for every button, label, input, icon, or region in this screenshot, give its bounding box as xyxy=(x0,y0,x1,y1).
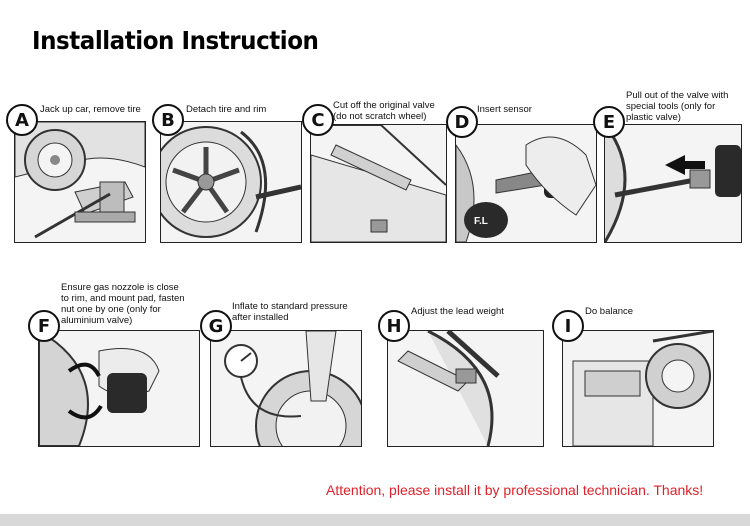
step-caption: Adjust the lead weight xyxy=(411,306,504,317)
step-caption: Insert sensor xyxy=(477,104,532,115)
valve-cutter-icon xyxy=(311,125,446,242)
step-caption: Inflate to standard pressure after insta… xyxy=(232,301,348,323)
wheel-weight-icon xyxy=(397,331,500,446)
step-letter-badge: B xyxy=(152,104,184,136)
step-letter-badge: C xyxy=(302,104,334,136)
step-letter-badge: A xyxy=(6,104,38,136)
valve-puller-icon xyxy=(605,125,741,242)
illustration-insert-sensor: F.L xyxy=(455,124,597,243)
step-letter-badge: H xyxy=(378,310,410,342)
balancer-machine-icon xyxy=(572,331,713,446)
illustration-detach-tire xyxy=(160,121,302,243)
page-title: Installation Instruction xyxy=(32,26,319,55)
footer-divider xyxy=(0,514,750,526)
sensor-icon: F.L xyxy=(456,136,596,242)
step-caption: Pull out of the valve with special tools… xyxy=(626,90,729,123)
illustration-inflate xyxy=(210,330,362,447)
illustration-balance xyxy=(562,330,714,447)
step-caption: Do balance xyxy=(585,306,634,317)
step-letter-badge: E xyxy=(593,106,625,138)
illustration-lead-weight xyxy=(387,330,544,447)
step-letter-badge: I xyxy=(552,310,584,342)
step-caption: Jack up car, remove tire xyxy=(40,104,141,115)
illustration-pull-valve xyxy=(604,124,742,243)
attention-notice: Attention, please install it by professi… xyxy=(326,482,704,498)
illustration-jack-car xyxy=(14,121,146,243)
car-jack-icon xyxy=(15,122,145,239)
step-letter-badge: D xyxy=(446,106,478,138)
sensor-label: F.L xyxy=(474,216,488,227)
illustration-cut-valve xyxy=(310,124,447,243)
step-letter-badge: F xyxy=(28,310,60,342)
nut-fastening-icon xyxy=(39,331,160,446)
step-caption: Cut off the original valve (do not scrat… xyxy=(333,100,435,122)
illustration-mount-pad xyxy=(38,330,200,447)
step-letter-badge: G xyxy=(200,310,232,342)
wheel-rim-icon xyxy=(161,126,301,238)
pressure-gauge-icon xyxy=(224,331,361,446)
step-caption: Ensure gas nozzole is close to rim, and … xyxy=(61,282,185,326)
step-caption: Detach tire and rim xyxy=(186,104,267,115)
